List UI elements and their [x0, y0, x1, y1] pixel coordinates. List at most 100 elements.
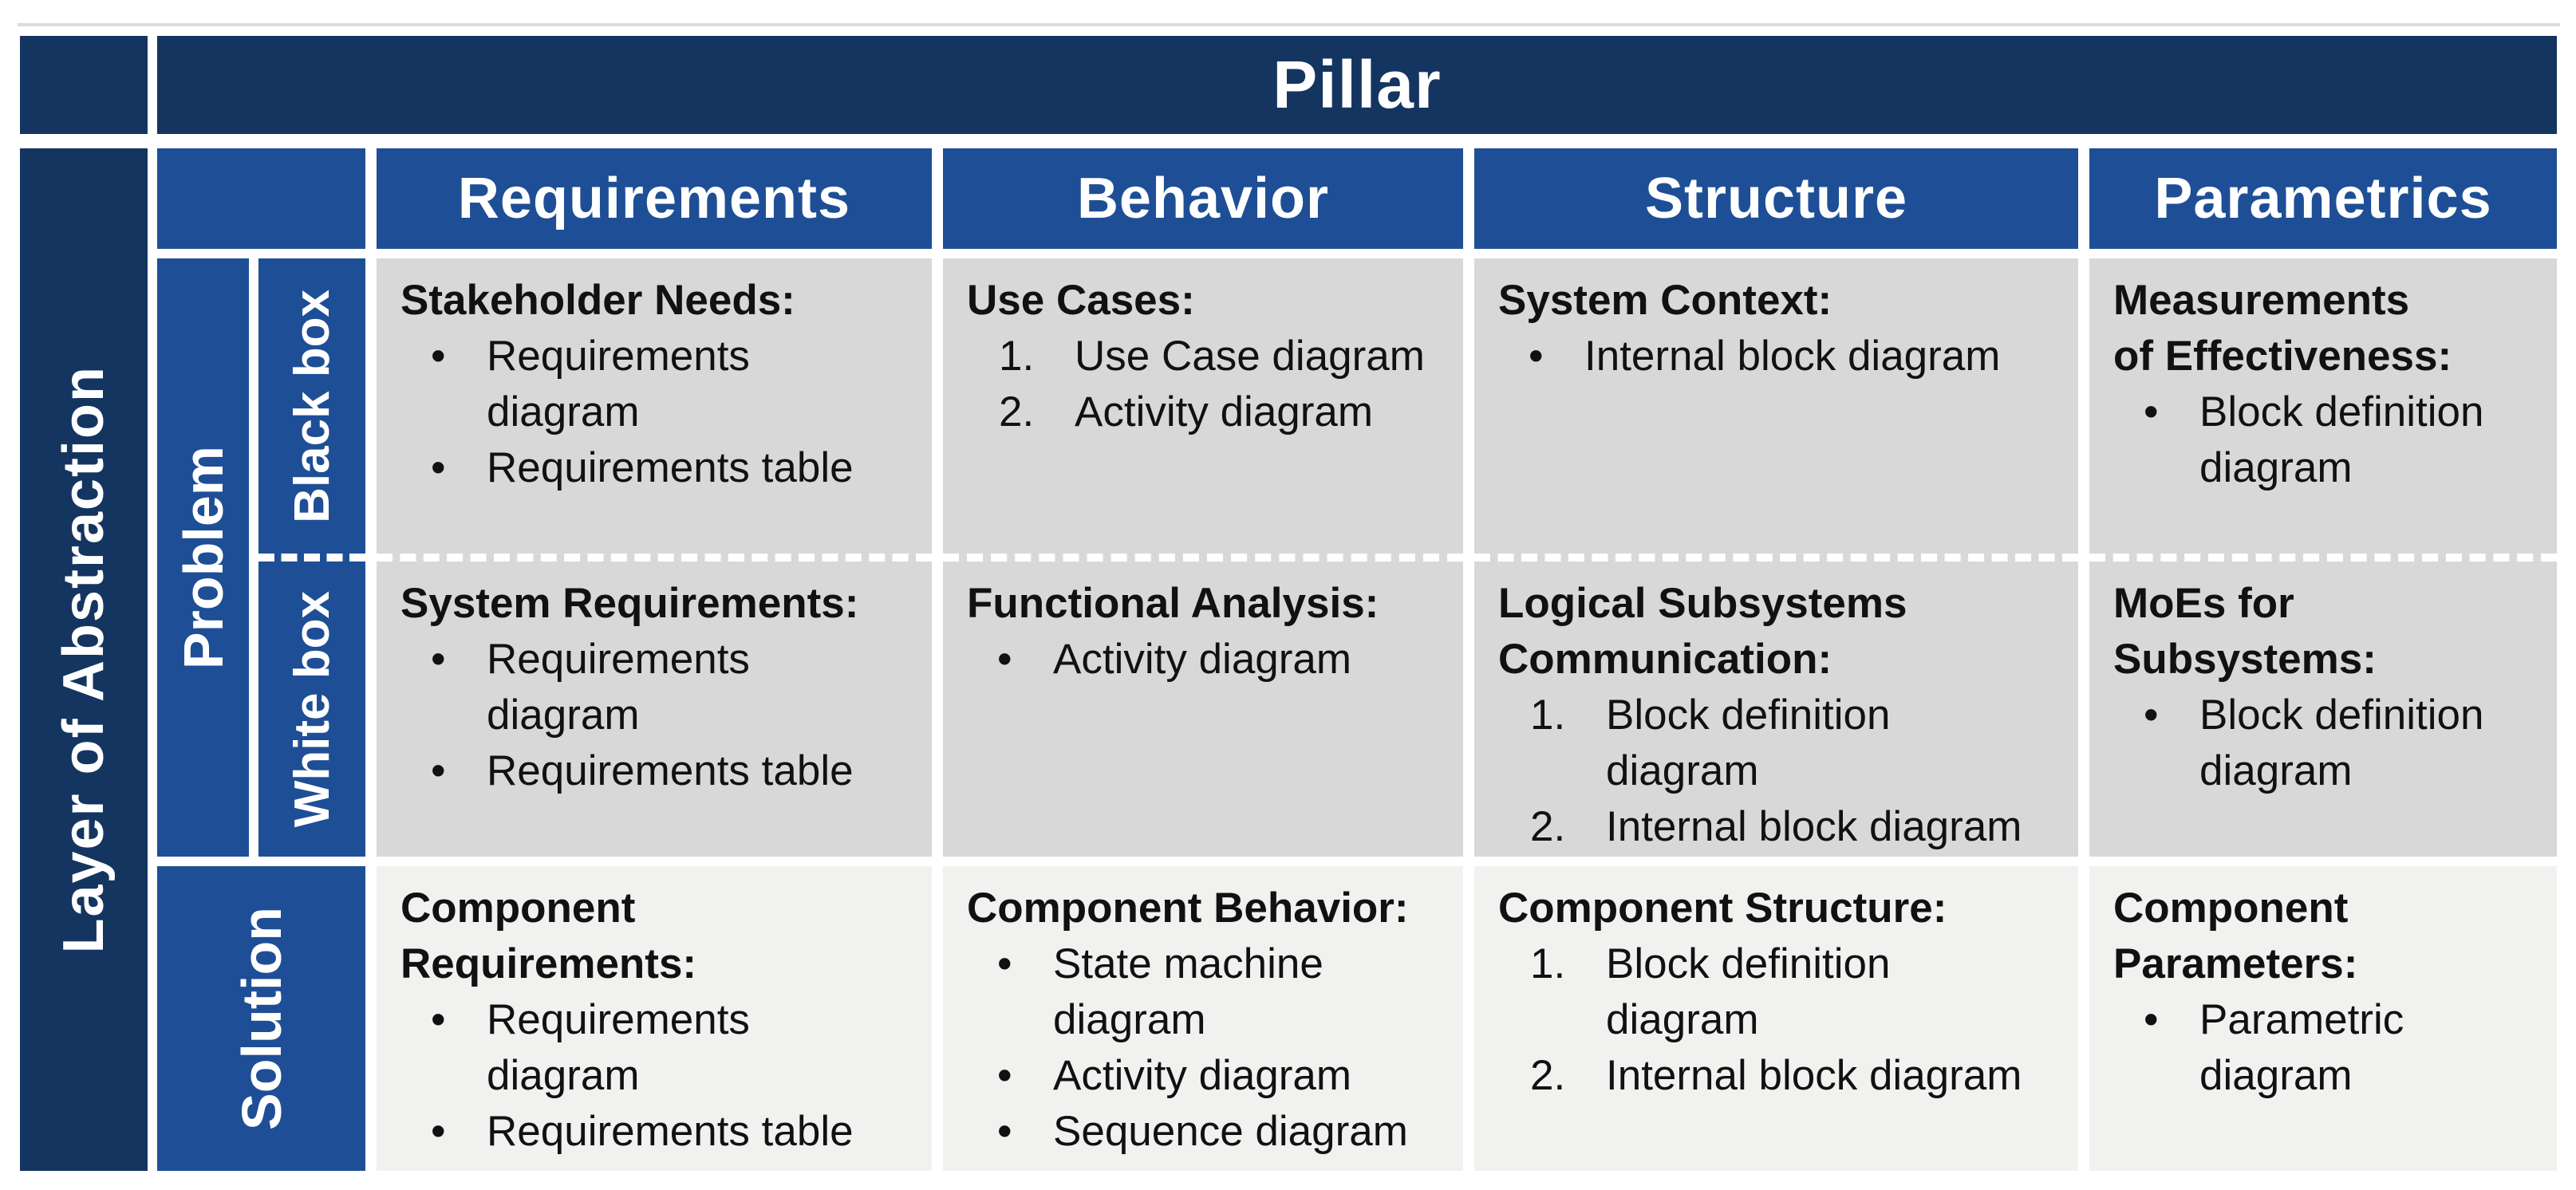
solution-group-label: Solution	[230, 907, 293, 1130]
list-item-text: Block definition diagram	[1606, 940, 1891, 1043]
list-item-text: Block definition diagram	[1606, 691, 1891, 794]
list-item: • Requirements table	[400, 440, 916, 496]
list-item: • Requirements diagram	[400, 329, 916, 440]
column-header-structure: Structure	[1474, 148, 2078, 249]
cell-title: Measurements of Effectiveness:	[2113, 277, 2452, 380]
layer-of-abstraction-label: Layer of Abstraction	[52, 365, 116, 954]
cell-title: Component Requirements:	[400, 885, 697, 987]
list-item: 2. Internal block diagram	[1498, 1048, 2062, 1104]
list-item: • Requirements table	[400, 743, 916, 799]
problem-group-label: Problem	[172, 445, 235, 670]
bullet-marker: •	[431, 1107, 446, 1155]
list-item: • Activity diagram	[967, 1048, 1447, 1104]
header-spacer-cell	[157, 148, 365, 249]
list-item: • Block definition diagram	[2113, 384, 2541, 496]
list-item: • State machine diagram	[967, 936, 1447, 1048]
list-item: • Sequence diagram	[967, 1104, 1447, 1160]
solution-group-cell: Solution	[157, 866, 365, 1171]
list-item-text: Requirements table	[487, 443, 854, 491]
bullet-marker: •	[2144, 691, 2159, 739]
column-header-parametrics: Parametrics	[2089, 148, 2557, 249]
cell-black_box-structure: System Context: • Internal block diagram	[1474, 258, 2078, 554]
cell-title: System Requirements:	[400, 580, 859, 627]
list-item-text: State machine diagram	[1053, 940, 1324, 1043]
list-item-text: Activity diagram	[1053, 635, 1352, 683]
cell-black_box-requirements: Stakeholder Needs:•Requirements diagram•…	[377, 258, 932, 554]
number-marker: 1.	[1530, 691, 1566, 739]
table-top-edge	[18, 23, 2560, 26]
cell-title: Component Parameters:	[2113, 885, 2358, 987]
list-item-text: Internal block diagram	[1606, 802, 2022, 850]
pillar-header-label: Pillar	[1272, 47, 1442, 122]
list-item: 1. Block definition diagram	[1498, 688, 2062, 799]
list-item-text: Requirements diagram	[487, 332, 750, 435]
pillar-header: Pillar	[157, 36, 2557, 134]
black-box-row-label: Black box	[284, 289, 340, 523]
list-item: 1. Block definition diagram	[1498, 936, 2062, 1048]
cell-solution-requirements: Component Requirements:•Requirements dia…	[377, 866, 932, 1171]
list-item: • Parametric diagram	[2113, 992, 2541, 1104]
list-item-text: Internal block diagram	[1584, 332, 2001, 380]
list-item: 2. Internal block diagram	[1498, 799, 2062, 855]
cell-solution-parametrics: Component Parameters: • Parametric diagram	[2089, 866, 2557, 1171]
number-marker: 2.	[1530, 1051, 1566, 1099]
cell-white_box-behavior: Functional Analysis: • Activity diagram	[943, 554, 1463, 857]
bullet-marker: •	[2144, 995, 2159, 1043]
list-item-text: Requirements table	[487, 747, 854, 794]
cell-title: MoEs for Subsystems:	[2113, 580, 2377, 683]
problem-group-cell: Problem	[157, 258, 249, 857]
list-item: •Requirements diagram	[400, 992, 916, 1104]
white-box-row-label: White box	[284, 590, 340, 828]
number-marker: 2.	[999, 388, 1035, 435]
list-item-text: Requirements table	[487, 1107, 854, 1155]
list-item: • Block definition diagram	[2113, 688, 2541, 799]
bullet-marker: •	[997, 635, 1012, 683]
layer-of-abstraction-cell: Layer of Abstraction	[20, 148, 148, 1171]
list-item: • Internal block diagram	[1498, 329, 2062, 384]
cell-title: Component Structure:	[1498, 885, 1947, 932]
corner-cell	[20, 36, 148, 134]
cell-black_box-parametrics: Measurements of Effectiveness: • Block def…	[2089, 258, 2557, 554]
black-box-row-cell: Black box	[258, 258, 365, 554]
cell-white_box-parametrics: MoEs for Subsystems: • Block definition di…	[2089, 554, 2557, 857]
cell-solution-structure: Component Structure: 1. Block definition d…	[1474, 866, 2078, 1171]
number-marker: 2.	[1530, 802, 1566, 850]
bullet-marker: •	[431, 747, 446, 794]
list-item-text: Activity diagram	[1075, 388, 1374, 435]
cell-title: System Context:	[1498, 277, 1832, 324]
column-header-requirements: Requirements	[377, 148, 932, 249]
list-item: • Requirements table	[400, 1104, 916, 1160]
list-item: 1.Use Case diagram	[967, 329, 1447, 384]
bullet-marker: •	[1529, 332, 1544, 380]
column-header-structure-label: Structure	[1644, 167, 1908, 231]
cell-solution-behavior: Component Behavior: • State machine diagra…	[943, 866, 1463, 1171]
cell-title: Component Behavior:	[967, 885, 1409, 932]
bullet-marker: •	[431, 443, 446, 491]
list-item: • Activity diagram	[967, 632, 1447, 688]
bullet-marker: •	[431, 995, 446, 1043]
bullet-marker: •	[431, 332, 446, 380]
list-item-text: Requirements diagram	[487, 635, 750, 739]
list-item-text: Activity diagram	[1053, 1051, 1352, 1099]
cell-title: Functional Analysis:	[967, 580, 1379, 627]
cell-title: Use Cases:	[967, 277, 1195, 324]
cell-title: Stakeholder Needs:	[400, 277, 795, 324]
list-item-text: Block definition diagram	[2199, 388, 2484, 491]
bullet-marker: •	[997, 1051, 1012, 1099]
bullet-marker: •	[997, 940, 1012, 987]
list-item-text: Sequence diagram	[1053, 1107, 1408, 1155]
bullet-marker: •	[2144, 388, 2159, 435]
column-header-requirements-label: Requirements	[457, 167, 851, 231]
list-item-text: Parametric diagram	[2199, 995, 2404, 1099]
list-item-text: Block definition diagram	[2199, 691, 2484, 794]
list-item: 2. Activity diagram	[967, 384, 1447, 440]
column-header-behavior: Behavior	[943, 148, 1463, 249]
bullet-marker: •	[997, 1107, 1012, 1155]
number-marker: 1.	[999, 332, 1035, 380]
list-item-text: Internal block diagram	[1606, 1051, 2022, 1099]
list-item: • Requirements diagram	[400, 632, 916, 743]
bullet-marker: •	[431, 635, 446, 683]
cell-white_box-requirements: System Requirements: • Requirements diagra…	[377, 554, 932, 857]
number-marker: 1.	[1530, 940, 1566, 987]
